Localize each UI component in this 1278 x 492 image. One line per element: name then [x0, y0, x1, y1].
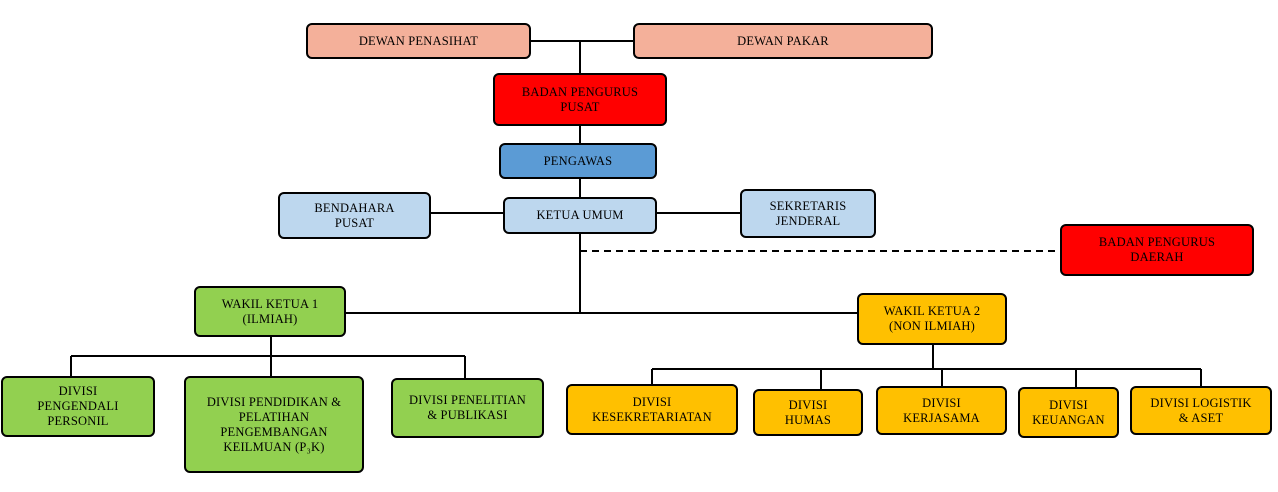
box-divisi-logistik: DIVISI LOGISTIK & ASET	[1130, 386, 1272, 435]
box-sekretaris-jenderal: SEKRETARIS JENDERAL	[740, 189, 876, 238]
box-divisi-humas: DIVISI HUMAS	[753, 389, 863, 436]
box-badan-pengurus-pusat: BADAN PENGURUS PUSAT	[493, 73, 667, 126]
box-divisi-kerjasama: DIVISI KERJASAMA	[876, 386, 1007, 435]
box-bendahara-pusat: BENDAHARA PUSAT	[278, 192, 431, 239]
box-dewan-penasihat: DEWAN PENASIHAT	[306, 23, 531, 59]
box-divisi-keuangan: DIVISI KEUANGAN	[1018, 387, 1119, 438]
box-dewan-pakar: DEWAN PAKAR	[633, 23, 933, 59]
box-divisi-kesekretariatan: DIVISI KESEKRETARIATAN	[566, 384, 738, 435]
box-divisi-pengendali-personil: DIVISI PENGENDALI PERSONIL	[1, 376, 155, 437]
box-divisi-penelitian: DIVISI PENELITIAN & PUBLIKASI	[391, 378, 544, 438]
box-wakil-ketua-1: WAKIL KETUA 1 (ILMIAH)	[194, 286, 346, 337]
box-badan-pengurus-daerah: BADAN PENGURUS DAERAH	[1060, 224, 1254, 276]
box-divisi-pendidikan: DIVISI PENDIDIKAN & PELATIHAN PENGEMBANG…	[184, 376, 364, 473]
box-pengawas: PENGAWAS	[499, 143, 657, 179]
box-ketua-umum: KETUA UMUM	[503, 197, 657, 234]
box-wakil-ketua-2: WAKIL KETUA 2 (NON ILMIAH)	[857, 293, 1007, 345]
